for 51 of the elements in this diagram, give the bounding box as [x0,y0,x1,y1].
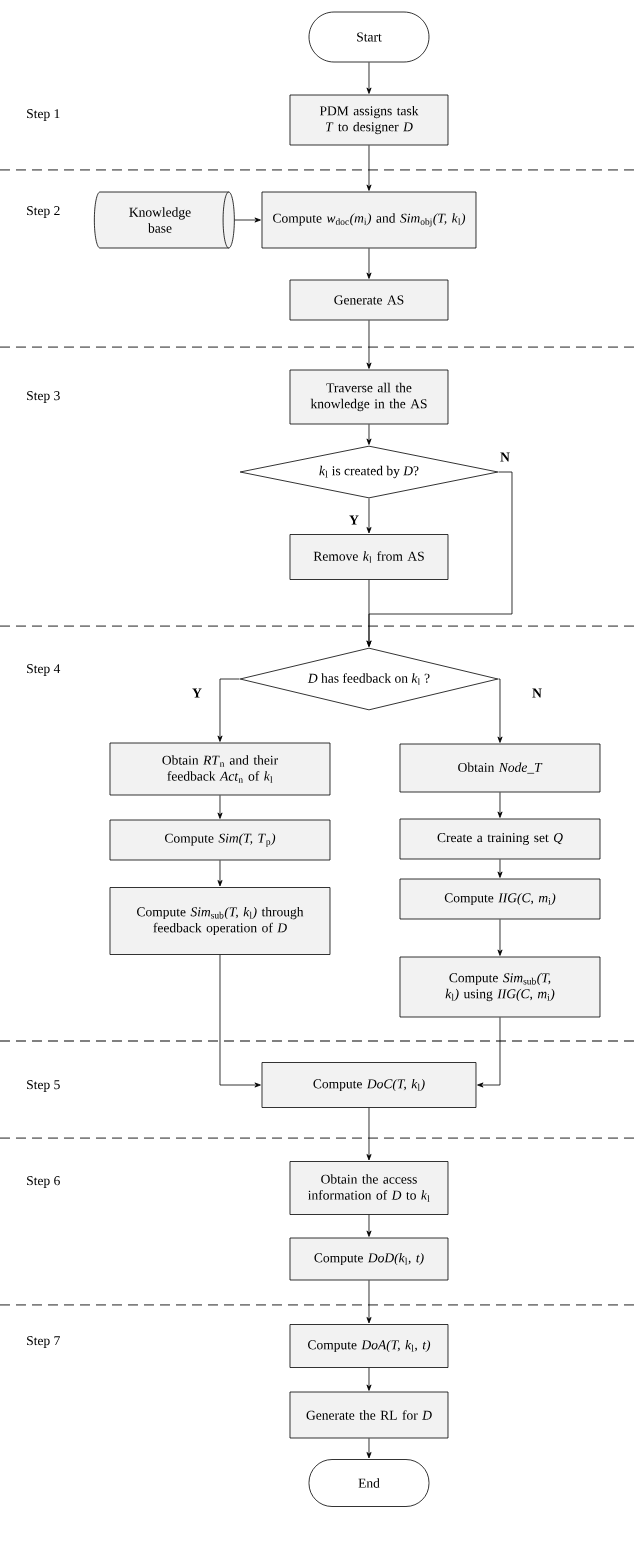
arrow [219,954,261,1088]
arrow [497,859,503,878]
arrow [366,1107,372,1161]
arrow [366,498,372,534]
step-label: Step 6 [27,1176,60,1188]
edge-label: N [531,687,543,699]
process-box: Compute Sim$_{sub}$(T, k$_{l}$) using IIG(C, m$_{i}$) [399,956,601,1018]
arrow [366,424,372,445]
process-box: Traverse all the knowledge in the AS [289,369,449,425]
process-box: Compute Sim$_{sub}$(T, k$_{l}$) through feedback operation of D [109,887,331,955]
step-label: Step 2 [27,206,60,218]
edge-label: Y [348,514,360,526]
process-box: Compute w$_{doc}$(m$_{i}$) and Sim$_{obj}$(T, k$_{l}$) [261,191,477,249]
step-label: Step 5 [27,1080,60,1092]
process-box: PDM assigns task T to designer D [289,94,449,146]
arrow [366,1280,372,1324]
arrow [497,678,503,743]
process-box: Obtain the access information of D to k$_{l}$ [289,1161,449,1215]
process-box: Compute DoA(T, k$_{l}$, t) [289,1324,449,1368]
process-box: Compute Sim(T, T$_{p}$) [109,819,331,861]
arrow [366,248,372,279]
step-label: Step 7 [27,1336,60,1348]
arrow [366,1367,372,1391]
arrow [234,217,261,223]
arrow [366,320,372,369]
arrow [217,795,223,819]
process-box: Compute DoC(T, k$_{l}$) [261,1062,477,1108]
process-box: Compute IIG(C, m$_{i}$) [399,878,601,920]
arrow [477,1017,501,1088]
process-box: Generate the RL for D [289,1391,449,1439]
arrow [366,62,372,94]
arrow [366,579,372,647]
process-box: Create a training set Q [399,818,601,860]
arrow [497,792,503,818]
step-label: Step 3 [27,391,60,403]
edge-label: N [499,451,511,463]
arrow [366,1438,372,1459]
process-box: Generate AS [289,279,449,321]
arrow [366,145,372,191]
step-label: Step 4 [27,664,61,676]
arrow [217,678,240,742]
database-cylinder: Knowledge base [93,191,235,249]
arrow [497,919,503,956]
arrow [217,860,223,887]
process-box: Obtain RT$_{n}$ and their feedback Act$_{n}$ of k$_{l}$ [109,742,331,796]
arrow [366,1214,372,1237]
process-box: Compute DoD(k$_{l}$, t) [289,1237,449,1281]
process-box: Remove k$_{l}$ from AS [289,534,449,580]
step-label: Step 1 [27,109,60,121]
process-box: Obtain Node_T [399,743,601,793]
edge-label: Y [191,687,203,699]
